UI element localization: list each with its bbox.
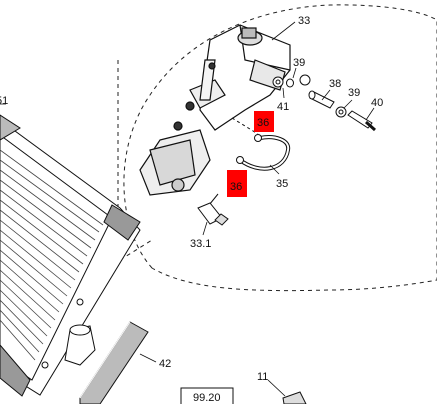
clamp-36b (236, 156, 244, 164)
callout-38: 38 (329, 78, 341, 90)
page-reference: 99.20 (180, 387, 234, 404)
bolt-33-1 (197, 202, 229, 226)
callout-42: 42 (159, 358, 171, 370)
detail-circle (123, 4, 437, 292)
highlight-callout-36-b[interactable]: 36 (227, 170, 247, 197)
part-11 (282, 391, 307, 404)
reservoir-assembly (139, 24, 291, 196)
callout-41: 41 (277, 101, 289, 113)
callout-35: 35 (276, 178, 288, 190)
radiator (0, 114, 141, 397)
callout-33: 33 (298, 15, 310, 27)
clamp-36a (254, 134, 262, 142)
seal-strip-42 (79, 321, 149, 404)
callout-51: 51 (0, 95, 8, 107)
callout-39-b: 39 (348, 87, 360, 99)
callout-11: 11 (257, 371, 268, 383)
page-reference-label: 99.20 (193, 392, 221, 404)
callout-36-b: 36 (230, 181, 242, 193)
pipe (64, 324, 96, 366)
callout-leaders (0, 21, 375, 397)
callout-33-1: 33.1 (190, 238, 211, 250)
hardware-parts (204, 74, 376, 211)
callout-40: 40 (371, 97, 383, 109)
callout-39-a: 39 (293, 57, 305, 69)
callout-36-a: 36 (257, 117, 269, 129)
highlight-callout-36-a[interactable]: 36 (254, 111, 274, 132)
detail-leader (119, 239, 153, 261)
